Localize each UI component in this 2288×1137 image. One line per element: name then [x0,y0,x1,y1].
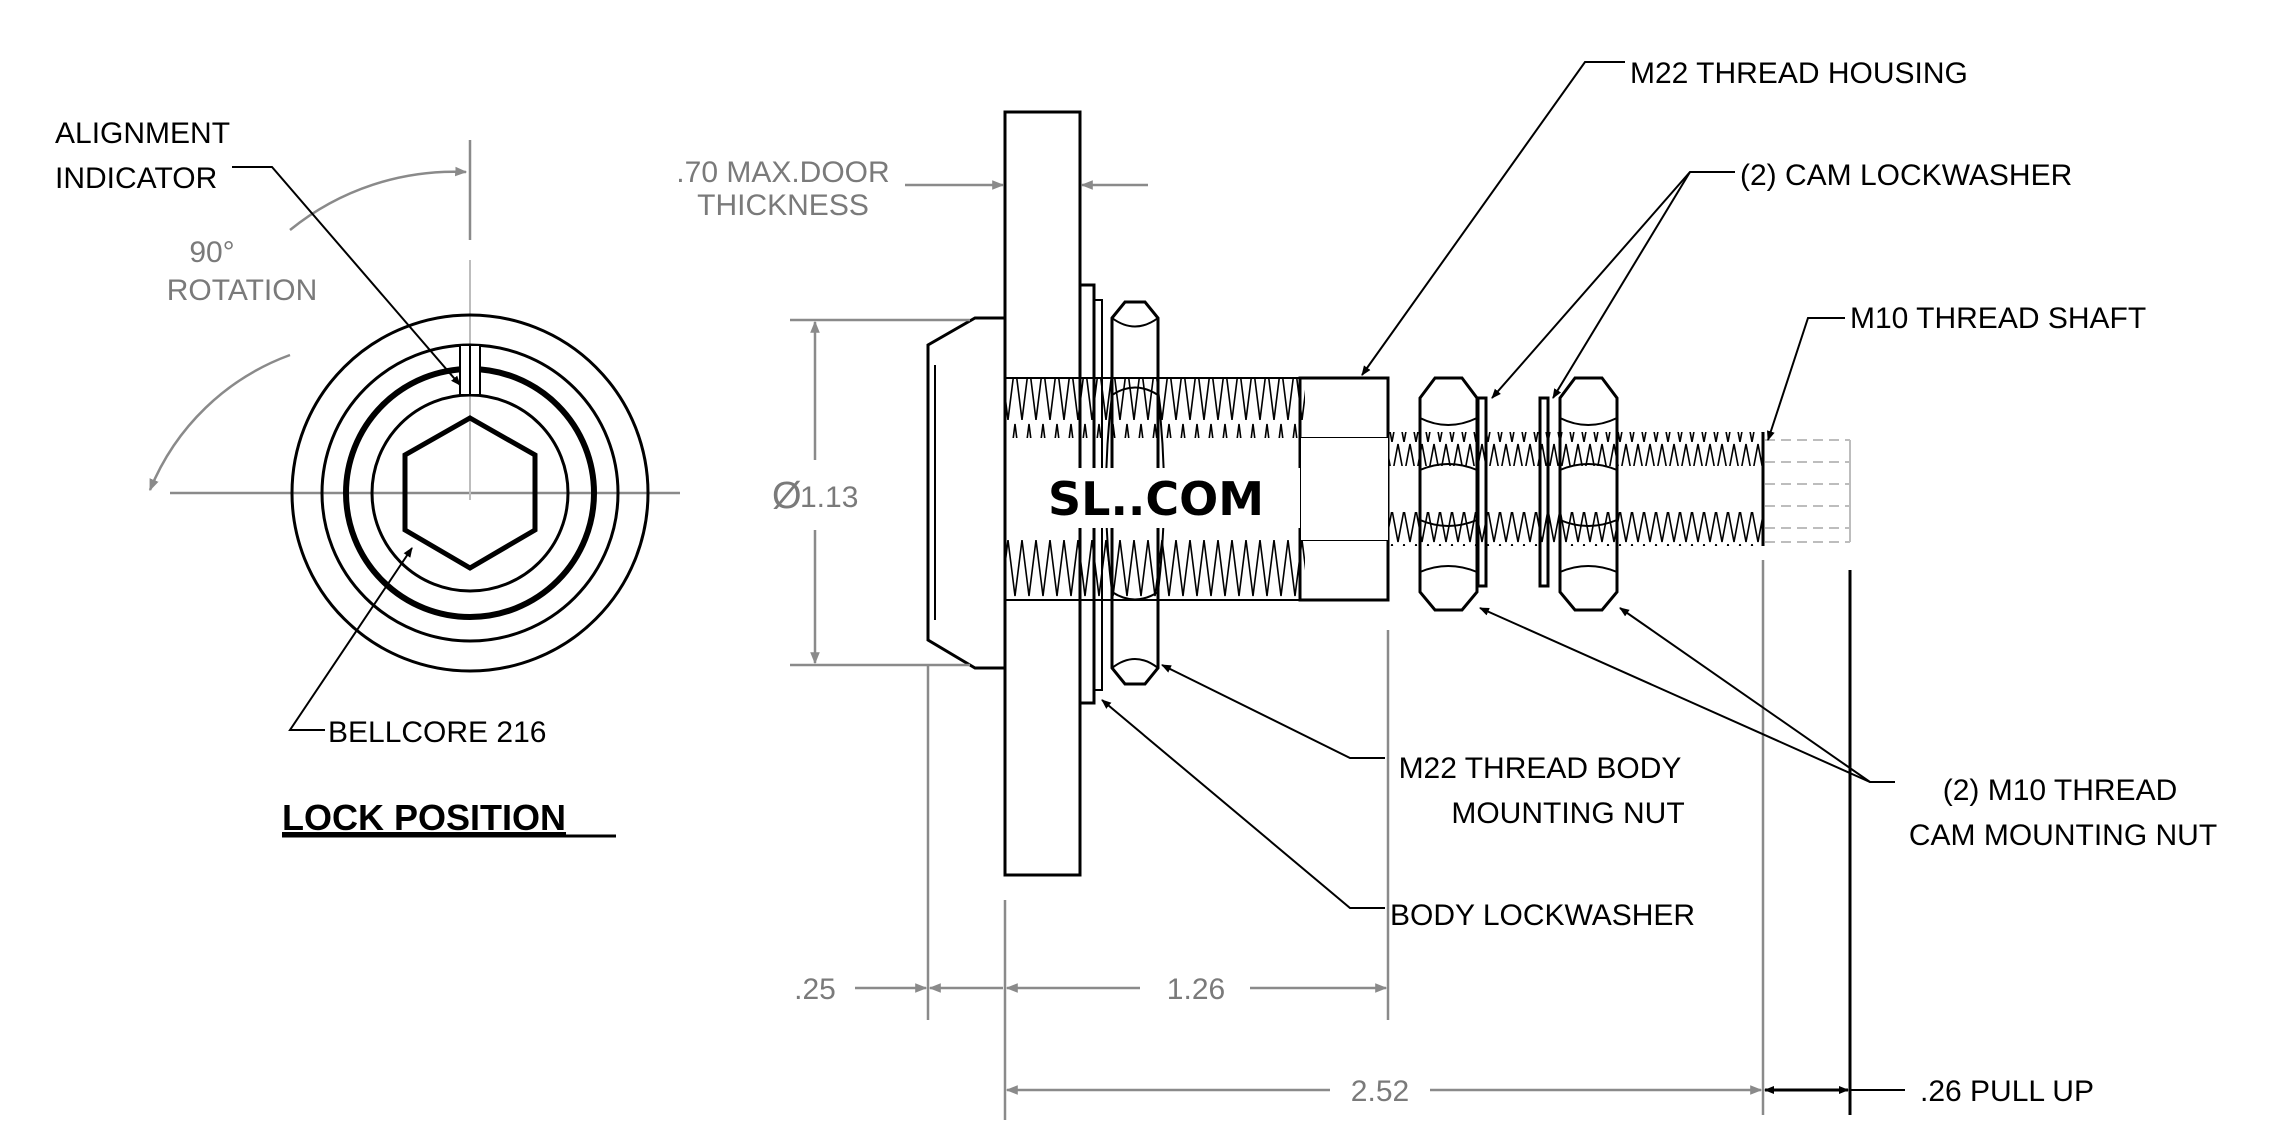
alignment-label-1: ALIGNMENT [55,117,230,150]
outer-ring [290,313,650,673]
body-nut-label-1: M22 THREAD BODY [1399,752,1682,785]
rotation-arc-lower [148,353,291,492]
cam-lockwasher-2 [1538,396,1550,588]
lockwasher-leader-2 [1552,171,1691,399]
body-nut-leader [1161,664,1385,759]
housing-leader [1361,61,1625,376]
shaft-thread-upper [1388,432,1763,466]
diameter-symbol: Ø [772,475,802,517]
bellcore-label: BELLCORE 216 [328,716,546,749]
pulled-shaft-phantom [1765,439,1851,543]
logo-text: SL..COM [1048,472,1264,526]
door-thickness-label-2: THICKNESS [697,189,869,222]
m10-shaft-label: M10 THREAD SHAFT [1850,302,2146,335]
cam-nut-2 [1558,376,1619,612]
body-thread-upper [1005,378,1305,438]
cam-nut-leader-2 [1619,607,1871,783]
dim-body-length: 1.26 [1167,973,1225,1006]
alignment-leader [232,166,461,386]
dim-overall-length: 2.52 [1351,1075,1409,1108]
bellcore-leader [288,547,413,731]
front-view: ALIGNMENT INDICATOR 90° ROTATION BELLCOR… [55,117,680,838]
lock-position-title: LOCK POSITION [282,797,566,838]
cam-nut-1 [1418,376,1479,612]
cam-nut-label-2: CAM MOUNTING NUT [1909,819,2217,852]
bellcore-hex [402,415,538,571]
rotation-label-1: 90° [189,236,234,269]
cam-nut-label-1: (2) M10 THREAD [1943,774,2178,807]
dim-flange-offset: .25 [794,973,836,1006]
cam-lockwasher-1 [1476,396,1488,588]
door-thickness-label-1: .70 MAX.DOOR [676,156,889,189]
body-lockwasher-label: BODY LOCKWASHER [1390,899,1695,932]
diameter-value: 1.13 [800,481,858,514]
body-thread-lower [1005,540,1305,600]
logo-bg [1050,468,1300,528]
shaft-thread-lower [1388,512,1763,546]
rotation-arc-upper [289,166,468,231]
body-nut-label-2: MOUNTING NUT [1451,797,1684,830]
body-lockwasher-leader [1101,699,1385,909]
lockwasher-leader-1 [1491,171,1735,399]
front-bezel [926,316,1007,670]
alignment-label-2: INDICATOR [55,162,217,195]
rotation-label-2: ROTATION [167,274,318,307]
m22-housing-label: M22 THREAD HOUSING [1630,57,1968,90]
shaft-leader [1767,317,1845,441]
side-view: SL..COM .70 MAX. [676,57,2217,1120]
cam-lockwasher-label: (2) CAM LOCKWASHER [1740,159,2072,192]
dim-pull-up: .26 PULL UP [1920,1075,2094,1108]
